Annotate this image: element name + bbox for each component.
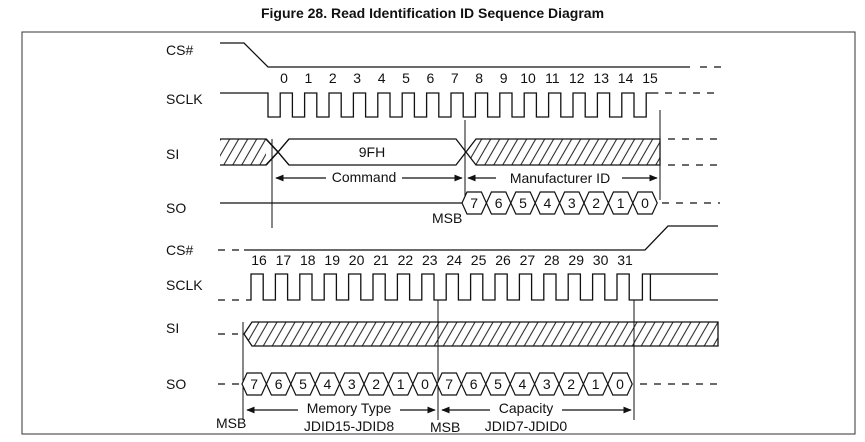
so-bottom-b-bit-7: 0 (616, 376, 624, 392)
so-bottom-b-bit-3: 4 (519, 376, 527, 392)
clock-number-7: 7 (451, 70, 459, 86)
clock-number-8: 8 (475, 70, 483, 86)
diagram-frame (21, 31, 856, 435)
clock-number-2: 2 (329, 70, 337, 86)
so-top-bit-2: 5 (519, 195, 527, 211)
clock-number-12: 12 (569, 70, 585, 86)
msb-label-bottom-a: MSB (216, 415, 246, 431)
manufacturer-id-label: Manufacturer ID (510, 170, 610, 186)
cs-label-top: CS# (166, 42, 193, 58)
so-bottom-a-bit-1: 6 (275, 376, 283, 392)
so-label-top: SO (166, 200, 186, 216)
clock-number-5: 5 (402, 70, 410, 86)
clock-number-22: 22 (398, 252, 414, 268)
sclk-waveform-top (220, 92, 659, 118)
cs-label-bottom: CS# (166, 242, 193, 258)
command-label: Command (332, 169, 397, 185)
figure-title: Figure 28. Read Identification ID Sequen… (260, 5, 605, 21)
clock-number-6: 6 (427, 70, 435, 86)
clock-number-10: 10 (520, 70, 536, 86)
clock-number-14: 14 (618, 70, 634, 86)
so-bottom-a-bit-2: 5 (299, 376, 307, 392)
memory-type-label: Memory Type (307, 400, 392, 416)
clock-number-30: 30 (593, 252, 609, 268)
so-bottom-a-bit-3: 4 (324, 376, 332, 392)
so-top-bit-4: 3 (568, 195, 576, 211)
so-top-bit-0: 7 (470, 195, 478, 211)
clock-number-4: 4 (378, 70, 386, 86)
si-label-bottom: SI (166, 320, 179, 336)
so-bottom-b-cell-7 (607, 372, 633, 396)
clock-numbers-bottom: 16 17 18 19 20 21 22 23 24 25 26 27 28 29 30 31 (251, 252, 633, 268)
so-bottom-a-bit-7: 0 (421, 376, 429, 392)
so-top-bit-3: 4 (544, 195, 552, 211)
clock-number-13: 13 (593, 70, 609, 86)
so-top-bit-5: 2 (592, 195, 600, 211)
clock-number-1: 1 (305, 70, 313, 86)
sclk-label-top: SCLK (166, 91, 203, 107)
clock-number-25: 25 (471, 252, 487, 268)
clock-number-27: 27 (520, 252, 536, 268)
capacity-label: Capacity (499, 400, 553, 416)
memory-type-sub: JDID15-JDID8 (304, 418, 394, 434)
si-dont-care-top (465, 138, 661, 166)
si-dont-care-bottom (243, 321, 719, 347)
sclk-waveform-bottom (246, 273, 718, 301)
so-top-bit-1: 6 (495, 195, 503, 211)
sclk-label-bottom: SCLK (166, 277, 203, 293)
clock-number-15: 15 (642, 70, 658, 86)
clock-number-16: 16 (251, 252, 267, 268)
so-top-bit-7: 0 (641, 195, 649, 211)
so-bottom-a-bit-6: 1 (397, 376, 405, 392)
clock-number-11: 11 (545, 70, 560, 86)
so-bottom-a-bit-5: 2 (372, 376, 380, 392)
cs-waveform-bottom (244, 225, 718, 251)
so-bottom-a-bit-0: 7 (250, 376, 258, 392)
clock-number-9: 9 (500, 70, 508, 86)
so-top-bit-6: 1 (617, 195, 625, 211)
msb-label-bottom-b: MSB (430, 419, 460, 435)
capacity-sub: JDID7-JDID0 (485, 418, 568, 434)
so-label-bottom: SO (166, 376, 186, 392)
clock-number-31: 31 (617, 252, 633, 268)
so-top-cell-7 (632, 191, 658, 215)
clock-number-0: 0 (280, 70, 288, 86)
clock-number-19: 19 (324, 252, 340, 268)
clock-number-17: 17 (276, 252, 292, 268)
si-value: 9FH (359, 144, 385, 160)
msb-label-top: MSB (432, 210, 462, 226)
clock-number-28: 28 (544, 252, 560, 268)
clock-number-18: 18 (300, 252, 316, 268)
clock-number-24: 24 (446, 252, 462, 268)
si-label-top: SI (166, 146, 179, 162)
clock-number-29: 29 (568, 252, 584, 268)
so-bottom-b-bit-4: 3 (543, 376, 551, 392)
so-bottom-b-bit-2: 5 (494, 376, 502, 392)
so-bottom-b-bit-1: 6 (470, 376, 478, 392)
so-bottom-b-bit-6: 1 (592, 376, 600, 392)
so-bottom-b-bit-0: 7 (445, 376, 453, 392)
so-bottom-a-bit-4: 3 (348, 376, 356, 392)
clock-number-23: 23 (422, 252, 438, 268)
clock-number-21: 21 (373, 252, 389, 268)
clock-number-26: 26 (495, 252, 511, 268)
cs-waveform-top (220, 42, 690, 68)
clock-number-3: 3 (353, 70, 361, 86)
clock-number-20: 20 (349, 252, 365, 268)
so-bottom-b-bit-5: 2 (567, 376, 575, 392)
